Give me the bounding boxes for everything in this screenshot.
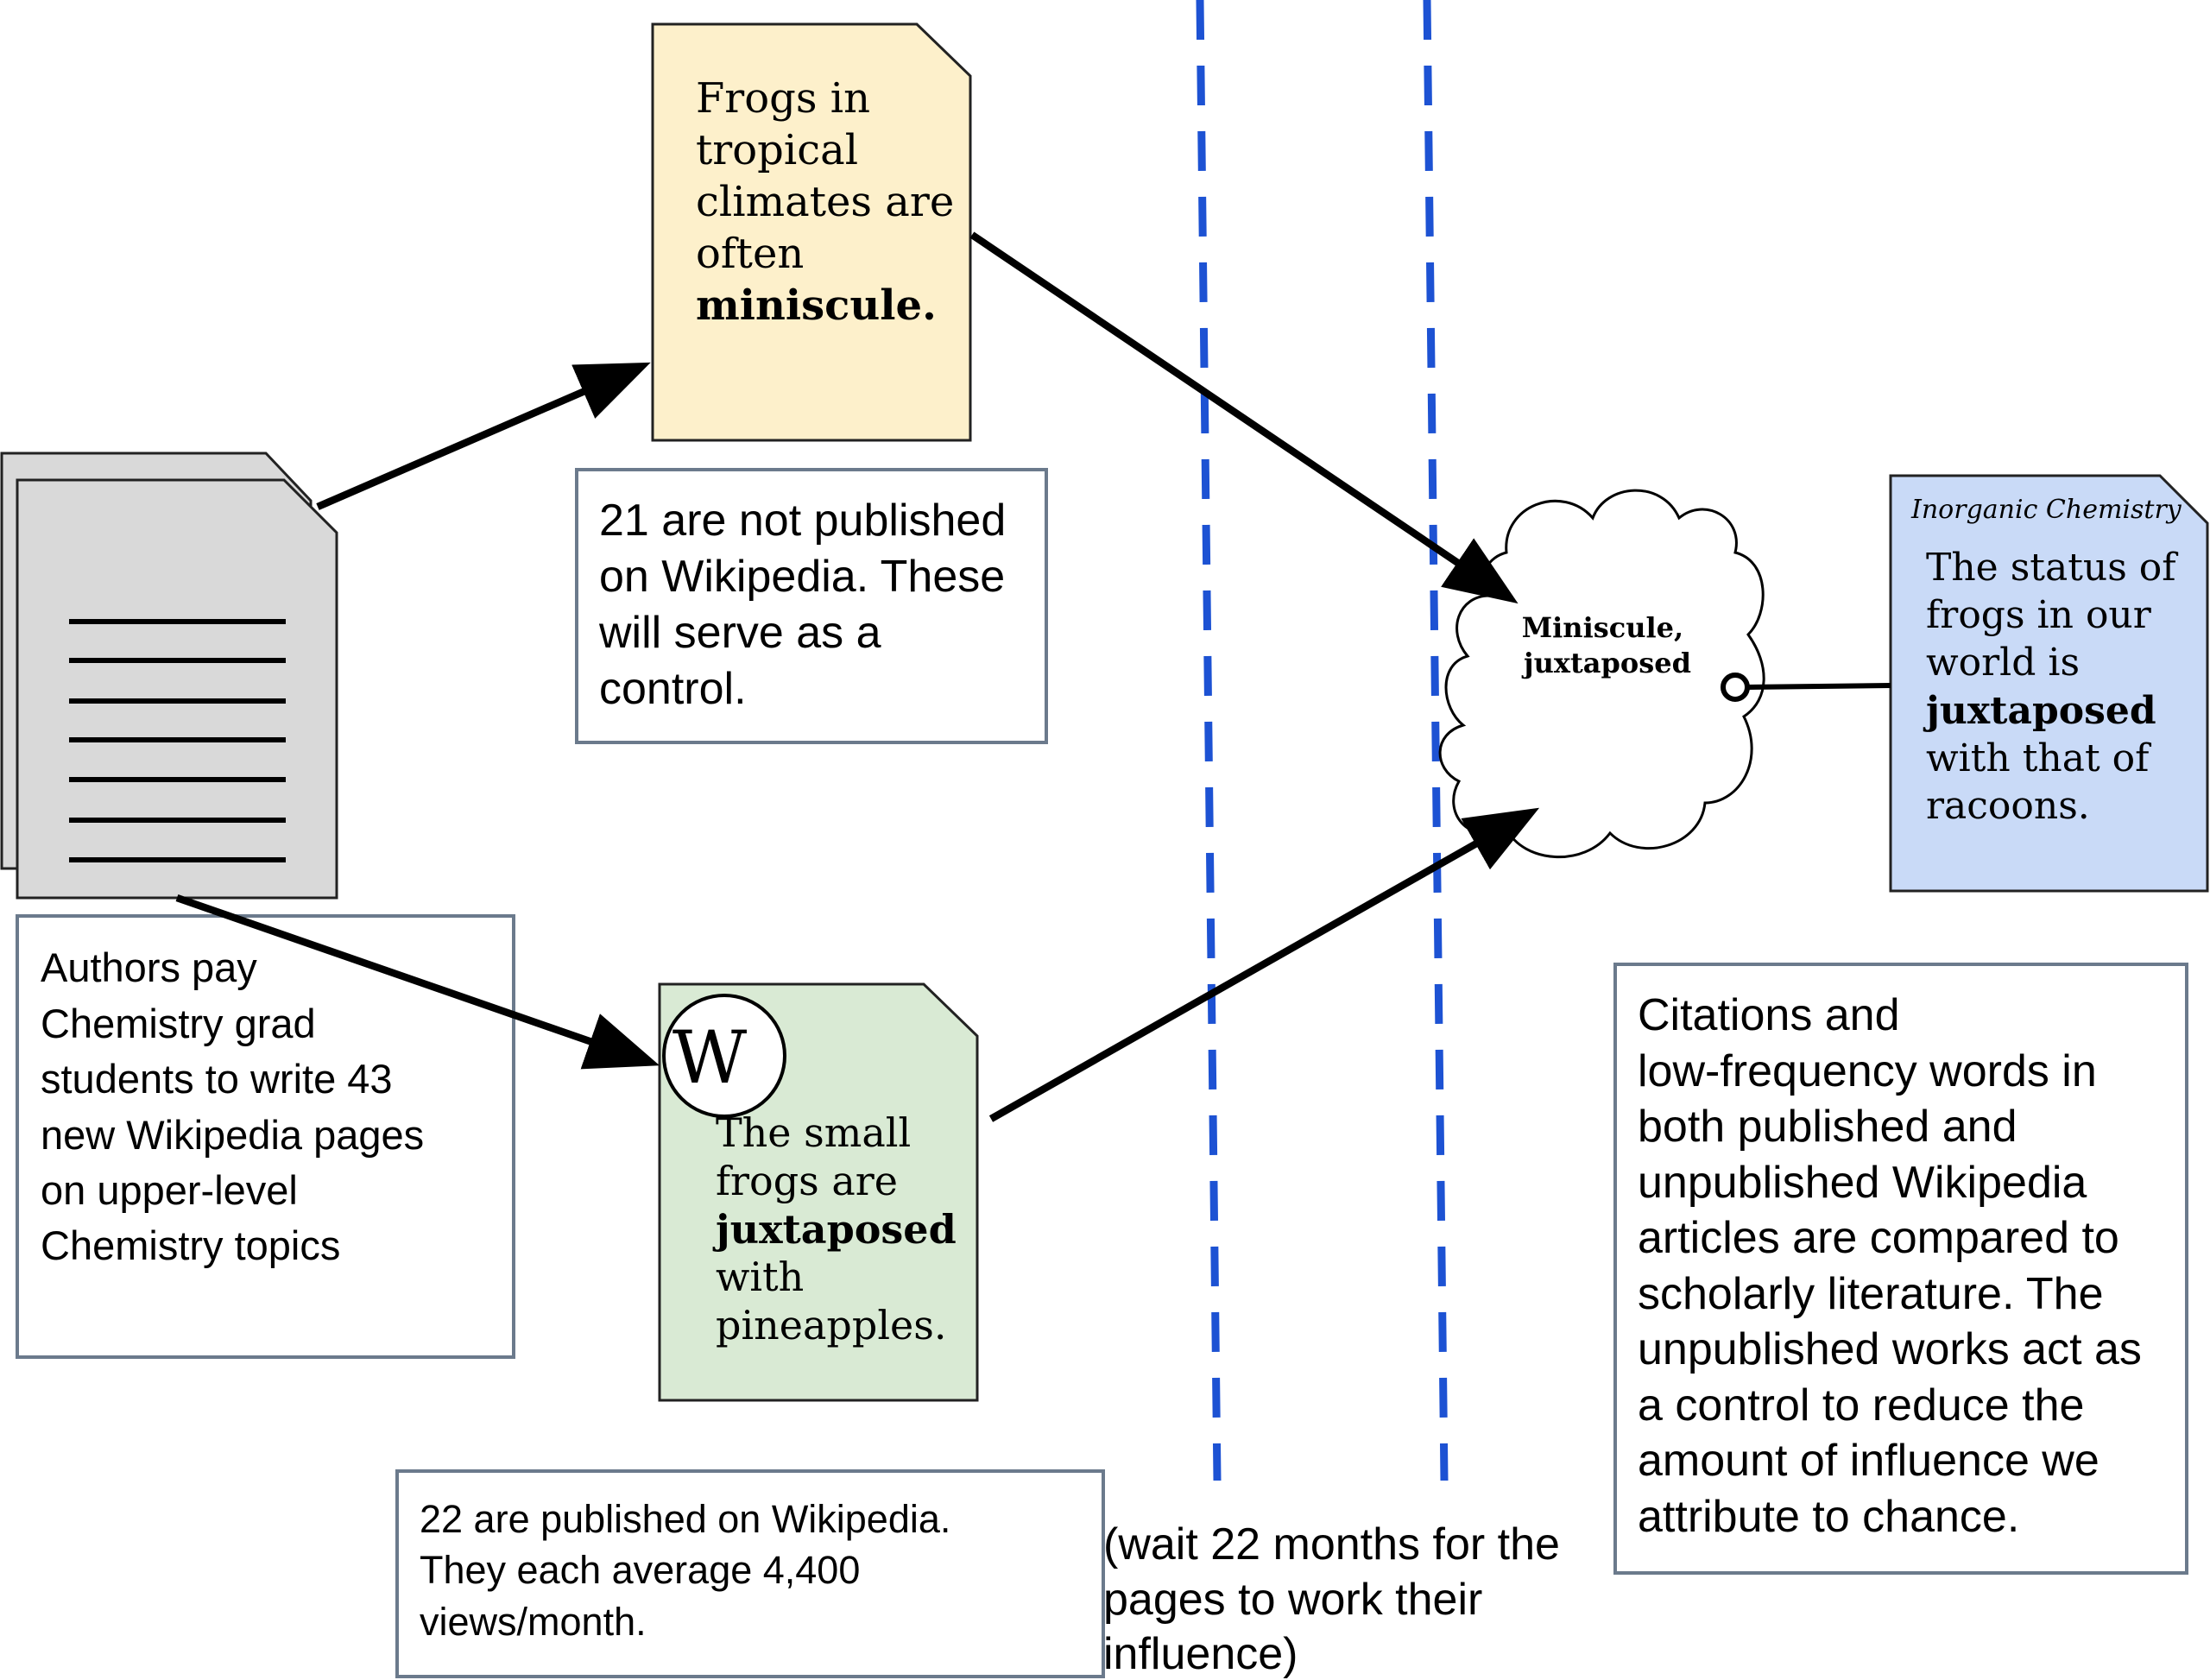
journal-doc-bold-word: juxtaposed: [1923, 689, 2156, 733]
svg-text:The small frogs are: The small frogs are juxtaposed with pine…: [712, 1109, 969, 1348]
unpublished-caption-line: will serve as a: [598, 608, 881, 658]
summary-line: unpublished Wikipedia: [1638, 1158, 2087, 1208]
wikipedia-logo-letter: W: [672, 1015, 748, 1100]
unpublished-caption-line: 21 are not published: [599, 496, 1006, 546]
wait-note-line: (wait 22 months for the: [1103, 1519, 1560, 1569]
published-caption-line: They each average 4,400: [420, 1548, 860, 1592]
arrow-stack-to-unpublished: [316, 362, 651, 510]
wait-note: (wait 22 months for the pages to work th…: [1103, 1519, 1572, 1679]
citation-connector: [1747, 683, 1891, 690]
journal-name: Inorganic Chemistry: [1910, 495, 2182, 525]
wikipedia-logo-icon: [662, 994, 786, 1118]
arrow-wikipedia-to-cloud: [988, 807, 1540, 1122]
time-divider-right: [1423, 0, 1449, 1481]
journal-doc-line: frogs in our: [1926, 593, 2152, 637]
journal-doc-line: racoons.: [1926, 784, 2090, 828]
journal-doc-line: The status of: [1926, 546, 2178, 590]
svg-text:Citations and low-freque: Citations and low-frequency words in bot…: [1638, 990, 2154, 1542]
wikipedia-doc-line: frogs are: [716, 1158, 898, 1204]
svg-text:22 are published on Wikipedia.: 22 are published on Wikipedia. They each…: [420, 1497, 962, 1644]
citation-connector-endpoint: [1721, 673, 1750, 702]
wikipedia-doc-line: pineapples.: [716, 1302, 947, 1348]
wikipedia-document: W The small frogs are juxtaposed with pi…: [658, 982, 979, 1402]
svg-text:21 are not published on: 21 are not published on Wikipedia. These…: [598, 496, 1019, 714]
published-caption-box: 22 are published on Wikipedia. They each…: [395, 1469, 1105, 1678]
authors-caption-line: Chemistry topics: [41, 1222, 340, 1268]
svg-text:Frogs in tropical: Frogs in tropical climates are often min…: [696, 74, 968, 330]
authors-caption-box: Authors pay Chemistry grad students to w…: [16, 914, 515, 1359]
published-caption-line: views/month.: [420, 1600, 647, 1644]
authors-caption-line: on upper-level: [41, 1167, 298, 1213]
time-divider-left: [1196, 0, 1222, 1481]
svg-text:Authors pay Chemistry gr: Authors pay Chemistry grad students to w…: [41, 944, 435, 1268]
text-lines-icon: [69, 619, 286, 862]
journal-article-document: Inorganic Chemistry The status of frogs …: [1889, 474, 2209, 893]
summary-line: low-frequency words in: [1638, 1046, 2097, 1096]
wait-note-line: pages to work their: [1103, 1575, 1482, 1625]
summary-line: a control to reduce the: [1638, 1380, 2084, 1431]
authors-caption-line: Chemistry grad: [41, 1001, 316, 1046]
authors-caption-line: students to write 43: [41, 1056, 393, 1102]
published-caption-line: 22 are published on Wikipedia.: [420, 1497, 950, 1541]
summary-line: amount of influence we: [1638, 1436, 2100, 1486]
unpublished-doc-line: tropical: [696, 126, 858, 174]
stack-front-page: [16, 478, 338, 900]
summary-line: attribute to chance.: [1638, 1492, 2019, 1542]
unpublished-caption-line: control.: [599, 664, 747, 714]
unpublished-doc-line: often: [696, 230, 804, 278]
summary-line: Citations and: [1638, 990, 1900, 1040]
comparison-cloud: Miniscule, juxtaposed: [1438, 489, 1765, 859]
summary-line: scholarly literature. The: [1638, 1269, 2104, 1319]
cloud-line: juxtaposed: [1521, 647, 1691, 679]
journal-doc-line: with that of: [1926, 736, 2151, 780]
authors-caption-line: Authors pay: [41, 944, 257, 990]
unpublished-doc-line: climates are: [696, 178, 954, 226]
unpublished-document: Frogs in tropical climates are often min…: [651, 22, 972, 442]
arrow-unpublished-to-cloud: [969, 231, 1519, 604]
arrow-stack-to-wikipedia: [175, 894, 660, 1070]
summary-line: both published and: [1638, 1102, 2017, 1152]
summary-box: Citations and low-frequency words in bot…: [1613, 963, 2188, 1575]
svg-text:Miniscule, juxtaposed: Miniscule, juxtaposed: [1521, 611, 1693, 679]
unpublished-doc-line: Frogs in: [696, 74, 870, 123]
unpublished-caption-box: 21 are not published on Wikipedia. These…: [575, 468, 1048, 744]
wikipedia-doc-line: with: [716, 1254, 804, 1300]
summary-line: articles are compared to: [1638, 1213, 2119, 1263]
wait-note-line: influence): [1103, 1629, 1298, 1679]
unpublished-caption-line: on Wikipedia. These: [599, 552, 1005, 602]
cloud-shape: [1438, 489, 1765, 859]
wikipedia-doc-bold-word: juxtaposed: [712, 1206, 957, 1253]
wikipedia-doc-line: The small: [716, 1109, 911, 1156]
source-document-stack: [0, 452, 338, 900]
authors-caption-line: new Wikipedia pages: [41, 1112, 424, 1158]
journal-doc-line: world is: [1926, 641, 2080, 685]
unpublished-doc-bold-word: miniscule.: [696, 281, 937, 330]
svg-text:The status of frogs in o: The status of frogs in our world is juxt…: [1923, 546, 2188, 828]
cloud-line: Miniscule,: [1522, 611, 1683, 644]
summary-line: unpublished works act as: [1638, 1324, 2142, 1374]
